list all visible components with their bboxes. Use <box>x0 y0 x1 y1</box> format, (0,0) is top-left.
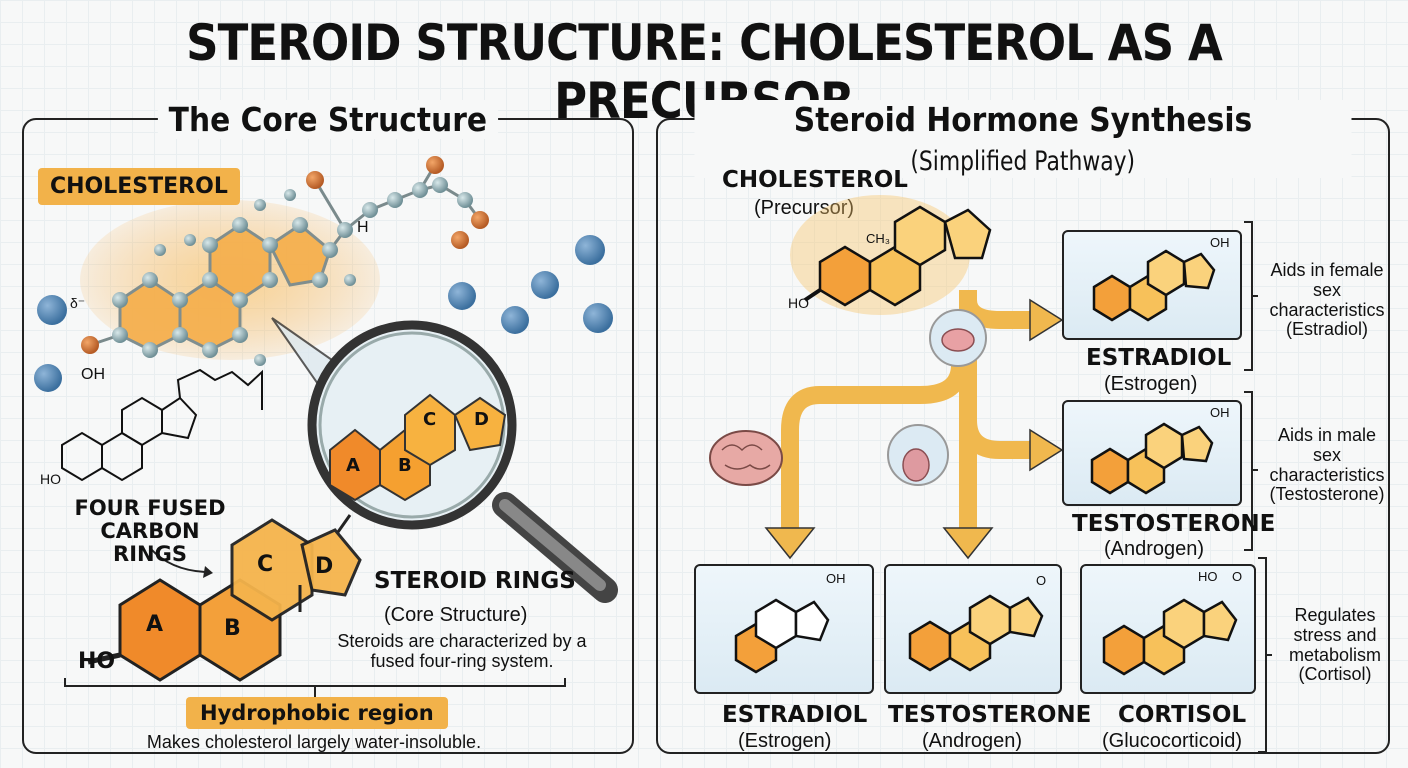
synthesis-heading: Steroid Hormone Synthesis <box>793 100 1253 139</box>
testosterone-note: Aids in male sex characteristics (Testos… <box>1269 425 1385 505</box>
cholesterol-title: CHOLESTEROL <box>722 167 908 193</box>
o-testosterone-bottom: O <box>1036 573 1047 588</box>
steroid-rings-desc: Steroids are characterized by a fused fo… <box>337 631 587 671</box>
core-structure-panel: The Core Structure <box>22 100 634 754</box>
estradiol-type-right: (Estrogen) <box>1104 373 1198 395</box>
ring-a-label: A <box>146 612 164 637</box>
oh-estradiol-bottom: OH <box>826 571 846 586</box>
testosterone-box-bottom: O <box>884 564 1062 694</box>
oh-estradiol: OH <box>1210 235 1230 250</box>
mag-ring-a: A <box>346 455 360 476</box>
testosterone-type-bottom: (Androgen) <box>922 730 1023 752</box>
cholesterol-ho: HO <box>788 295 809 311</box>
synthesis-panel: Steroid Hormone Synthesis (Simplified Pa… <box>656 100 1390 754</box>
core-structure-heading: The Core Structure <box>158 100 498 139</box>
synthesis-heading-sub: (Simplified Pathway) <box>900 146 1146 177</box>
mag-ring-b: B <box>398 455 412 476</box>
testosterone-type-right: (Androgen) <box>1104 538 1205 560</box>
testosterone-name-right: TESTOSTERONE <box>1072 511 1276 537</box>
estradiol-type-bottom: (Estrogen) <box>738 730 832 752</box>
cortisol-name-bottom: CORTISOL <box>1118 702 1247 728</box>
ho-label: HO <box>78 649 116 674</box>
estradiol-box-bottom: OH <box>694 564 874 694</box>
steroid-rings-title: STEROID RINGS <box>374 568 576 594</box>
cortisol-box-bottom: HO O <box>1080 564 1256 694</box>
precursor-label: (Precursor) <box>754 197 855 219</box>
cortisol-type-bottom: (Glucocorticoid) <box>1102 730 1243 752</box>
oh-label: OH <box>81 366 105 383</box>
ring-d-label: D <box>315 554 334 579</box>
testosterone-box-right: OH <box>1062 400 1242 506</box>
ring-c-label: C <box>257 552 274 577</box>
delta-charge: δ⁻ <box>70 295 86 311</box>
estradiol-name-bottom: ESTRADIOL <box>722 702 868 728</box>
four-fused-label: FOUR FUSED CARBON RINGS <box>74 496 226 567</box>
ho-small: HO <box>40 471 61 487</box>
oh-testosterone: OH <box>1210 405 1230 420</box>
estradiol-box-right: OH <box>1062 230 1242 340</box>
hydrophobic-tag: Hydrophobic region <box>186 697 448 729</box>
mag-ring-c: C <box>423 409 437 430</box>
ho-cortisol: HO <box>1198 569 1218 584</box>
testosterone-name-bottom: TESTOSTERONE <box>888 702 1092 728</box>
o-cortisol: O <box>1232 569 1243 584</box>
estradiol-name-right: ESTRADIOL <box>1086 345 1232 371</box>
cholesterol-tag: CHOLESTEROL <box>38 168 240 205</box>
estradiol-note: Aids in female sex characteristics (Estr… <box>1269 260 1385 340</box>
steroid-rings-sub: (Core Structure) <box>384 604 528 626</box>
ch3-label: CH₃ <box>866 231 891 246</box>
cortisol-note: Regulates stress and metabolism (Cortiso… <box>1288 605 1382 685</box>
ring-b-label: B <box>224 616 241 641</box>
mag-ring-d: D <box>474 409 489 430</box>
h-label: H <box>357 219 369 236</box>
hydrophobic-desc: Makes cholesterol largely water-insolubl… <box>146 732 482 752</box>
